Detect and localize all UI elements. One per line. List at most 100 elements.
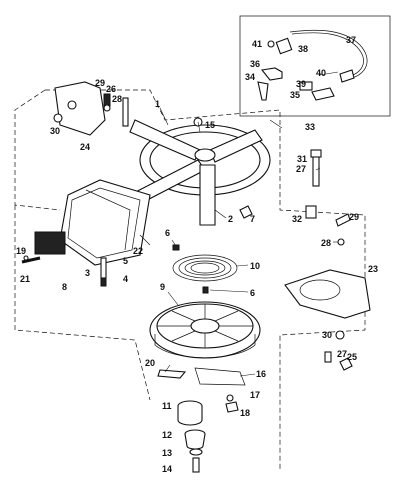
- callout-22: 22: [133, 246, 143, 256]
- screw-5: [100, 257, 107, 279]
- top-fasteners: [103, 93, 129, 127]
- cable-end-39: [339, 69, 355, 83]
- pawl-plate-16: [194, 367, 246, 386]
- housing-post-2: [199, 164, 216, 226]
- washer-26: [103, 104, 111, 112]
- screw-41: [267, 40, 275, 48]
- pin-25: [339, 357, 353, 371]
- callout-9: 9: [160, 282, 165, 292]
- bolt-28-top: [122, 97, 129, 127]
- callout-28b: 28: [321, 238, 331, 248]
- part-20: [157, 369, 187, 379]
- bracket-23-cup: [299, 279, 341, 301]
- callout-35: 35: [290, 90, 300, 100]
- callout-14: 14: [162, 464, 172, 474]
- spacer-32: [305, 205, 317, 219]
- assembly-outline-right: [45, 89, 366, 470]
- spring-coil-1: [172, 254, 238, 282]
- callout-7: 7: [250, 214, 255, 224]
- callout-2: 2: [228, 214, 233, 224]
- callout-40: 40: [316, 68, 326, 78]
- callout-19: 19: [16, 246, 26, 256]
- callout-11: 11: [162, 401, 172, 411]
- handle-inner: [67, 187, 141, 259]
- callout-5: 5: [123, 256, 128, 266]
- callout-3: 3: [85, 268, 90, 278]
- bracket-hole: [67, 100, 77, 110]
- callout-16: 16: [256, 369, 266, 379]
- callout-34: 34: [245, 72, 255, 82]
- bracket-24: [53, 81, 106, 136]
- callout-26: 26: [106, 84, 116, 94]
- handle-grip-8: [34, 231, 66, 255]
- leader-lines: [139, 71, 339, 377]
- callout-27a: 27: [296, 164, 306, 174]
- assembly-outline-lower: [14, 205, 151, 401]
- washer-13: [189, 448, 203, 456]
- callout-39: 39: [296, 79, 306, 89]
- rewind-spring-10: [172, 244, 238, 294]
- pulley-hub: [190, 318, 220, 334]
- callout-30b: 30: [322, 330, 332, 340]
- callout-24: 24: [80, 142, 90, 152]
- housing-hub: [194, 148, 216, 162]
- callout-12: 12: [162, 430, 172, 440]
- bracket-36: [260, 67, 283, 81]
- screw-29-top: [103, 93, 111, 107]
- bolt-31: [312, 155, 320, 187]
- callout-31: 31: [297, 154, 307, 164]
- handle-grip-lines: [85, 189, 131, 251]
- callout-30a: 30: [50, 126, 60, 136]
- callout-6a: 6: [165, 228, 170, 238]
- spring-coil-2: [178, 257, 232, 279]
- callout-37: 37: [346, 35, 356, 45]
- nut-4: [100, 277, 107, 287]
- pulley-side: [154, 334, 256, 358]
- callout-41: 41: [252, 39, 262, 49]
- callout-32: 32: [292, 214, 302, 224]
- bracket-23: [284, 269, 371, 319]
- bracket-24-body: [54, 81, 106, 136]
- spring-40: [311, 87, 335, 101]
- bushing-11: [177, 406, 203, 426]
- callout-36: 36: [250, 59, 260, 69]
- callout-6b: 6: [250, 288, 255, 298]
- pin-35: [299, 81, 313, 91]
- nut-18: [225, 401, 239, 413]
- nut-30-right: [335, 330, 345, 340]
- callout-20: 20: [145, 358, 155, 368]
- spring-hook-6b: [202, 286, 209, 294]
- handle-assembly-3: [21, 179, 151, 287]
- right-parts: [284, 149, 371, 371]
- callout-17: 17: [250, 390, 260, 400]
- callout-8: 8: [62, 282, 67, 292]
- pin-17: [226, 394, 234, 402]
- callout-23: 23: [368, 264, 378, 274]
- callout-1: 1: [155, 99, 160, 109]
- callout-10: 10: [250, 261, 260, 271]
- callout-15: 15: [205, 120, 215, 130]
- spring-coil-3: [184, 260, 226, 276]
- callout-38: 38: [298, 44, 308, 54]
- callout-labels: 1 2 3 4 5 6 6 7 8 9 10 11 12 13 14 15 16…: [16, 35, 378, 474]
- callout-33: 33: [305, 122, 315, 132]
- bolt-31-head: [310, 149, 322, 158]
- inset-border: [239, 15, 391, 117]
- cable-clamp-38: [275, 37, 293, 55]
- callout-29b: 29: [349, 212, 359, 222]
- pin-7: [239, 205, 253, 219]
- pin-21: [21, 256, 41, 264]
- spring-hook-6: [172, 244, 180, 251]
- callout-18: 18: [240, 408, 250, 418]
- cable-37: [289, 29, 368, 81]
- callout-4: 4: [123, 274, 128, 284]
- nut-30: [53, 113, 63, 123]
- bolt-14: [192, 457, 200, 473]
- bolt-27-right: [324, 351, 332, 363]
- callout-25: 25: [347, 352, 357, 362]
- cable-linkage-inset: [239, 15, 391, 117]
- screw-29-right: [335, 213, 351, 227]
- part-19: [23, 255, 29, 261]
- pulley-spokes: [157, 304, 253, 348]
